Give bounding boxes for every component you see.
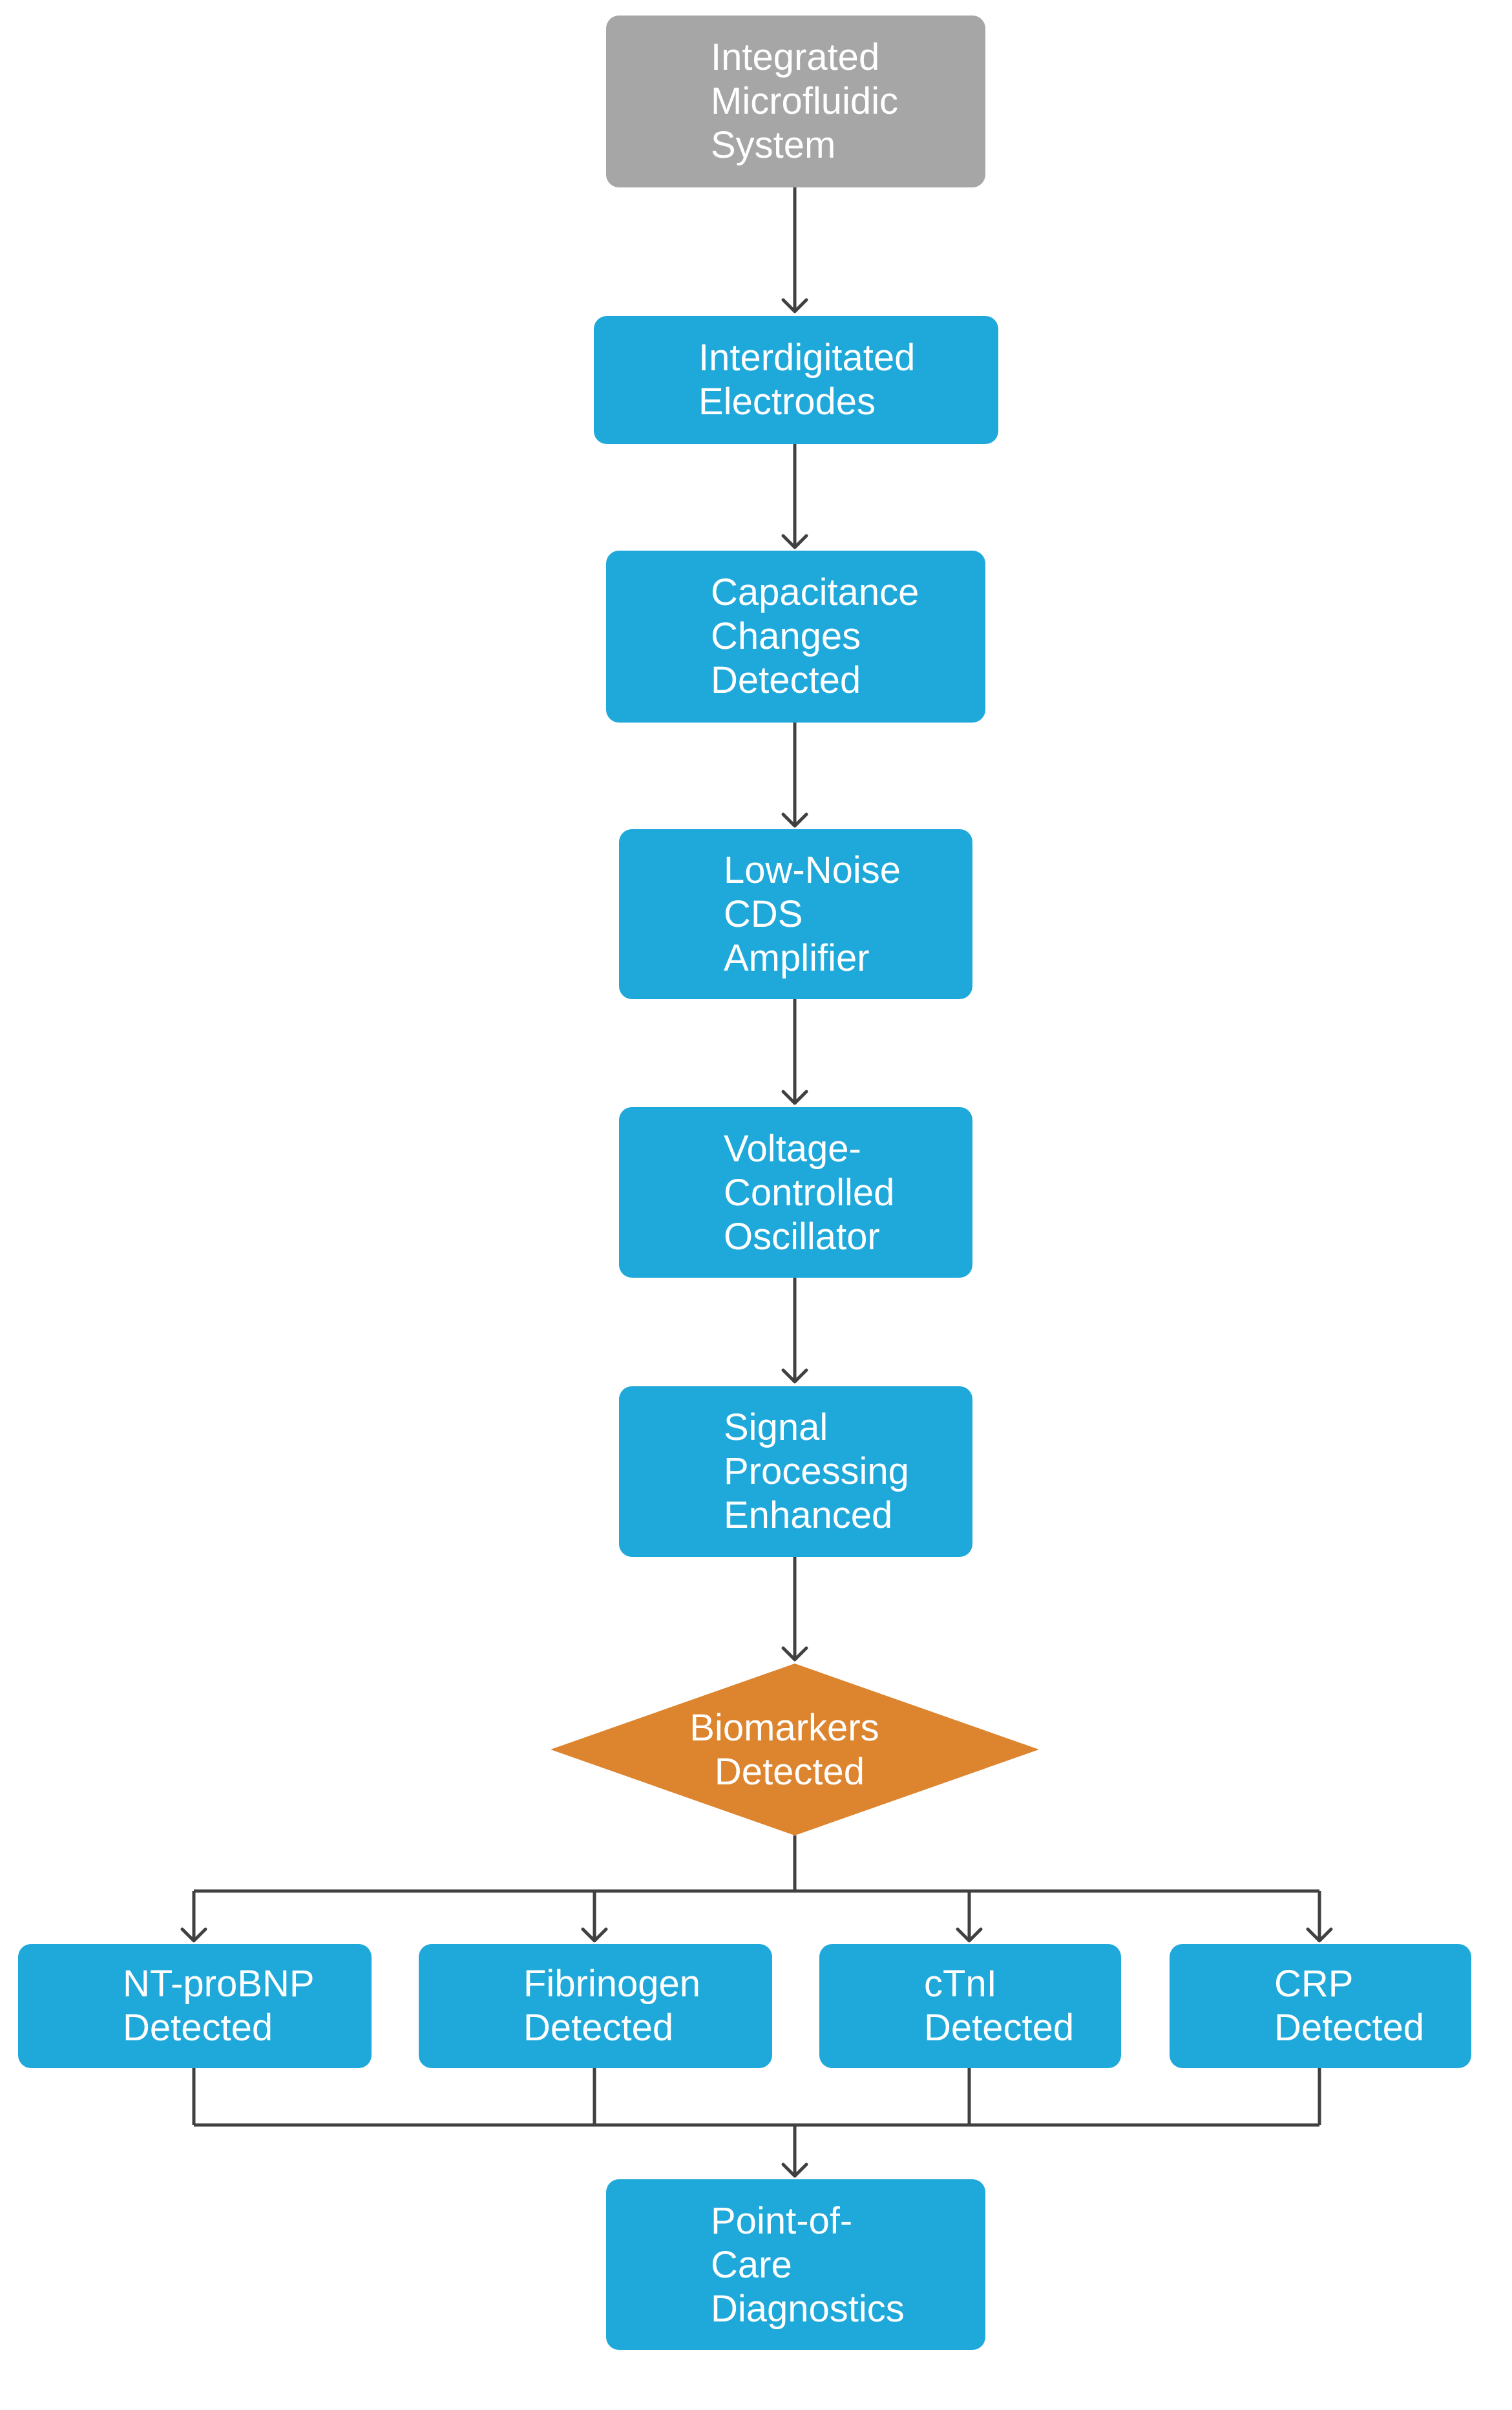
decision-label: Biomarkers Detected — [689, 1707, 889, 1793]
arrowhead-signal-processing — [781, 1368, 808, 1384]
node-label: Fibrinogen Detected — [523, 1963, 711, 2049]
decision-biomarkers-detected: Biomarkers Detected — [551, 1664, 1039, 1835]
node-label: Interdigitated Electrodes — [698, 337, 925, 423]
arrowhead-amplifier — [781, 812, 808, 828]
node-box — [619, 1386, 972, 1557]
node-label: Point-of- Care Diagnostics — [711, 2200, 905, 2330]
node-box — [606, 551, 985, 723]
arrowhead-decision — [781, 1646, 808, 1662]
node-box — [619, 829, 972, 999]
node-interdigitated-electrodes: Interdigitated Electrodes — [594, 316, 998, 444]
node-fibrinogen-detected: Fibrinogen Detected — [419, 1944, 772, 2068]
arrowhead-ctni — [956, 1927, 983, 1943]
node-point-of-care-diagnostics: Point-of- Care Diagnostics — [606, 2179, 985, 2350]
node-box — [819, 1944, 1121, 2068]
node-box — [619, 1107, 972, 1278]
arrowhead-crp — [1306, 1927, 1333, 1943]
node-label: CRP Detected — [1274, 1963, 1424, 2049]
node-low-noise-cds-amplifier: Low-Noise CDS Amplifier — [619, 829, 972, 999]
node-label: Low-Noise CDS Amplifier — [724, 849, 911, 979]
arrowhead-diagnostics — [781, 2162, 808, 2178]
node-ctni-detected: cTnI Detected — [819, 1944, 1121, 2068]
arrowhead-electrodes — [781, 298, 808, 313]
decision-diamond — [551, 1664, 1039, 1835]
node-label: cTnI Detected — [924, 1963, 1074, 2049]
node-box — [606, 2179, 985, 2350]
node-box — [18, 1944, 372, 2068]
node-crp-detected: CRP Detected — [1170, 1944, 1471, 2068]
node-label: NT-proBNP Detected — [123, 1963, 324, 2049]
node-nt-probnp-detected: NT-proBNP Detected — [18, 1944, 372, 2068]
node-capacitance-changes-detected: Capacitance Changes Detected — [606, 551, 985, 723]
arrowhead-fibrinogen — [581, 1927, 608, 1943]
node-box — [594, 316, 998, 444]
arrowhead-oscillator — [781, 1090, 808, 1105]
node-label: Capacitance Changes Detected — [711, 571, 930, 701]
node-box — [1170, 1944, 1471, 2068]
node-voltage-controlled-oscillator: Voltage- Controlled Oscillator — [619, 1107, 972, 1278]
arrowhead-capacitance — [781, 534, 808, 549]
node-box — [419, 1944, 772, 2068]
node-signal-processing-enhanced: Signal Processing Enhanced — [619, 1386, 972, 1557]
node-label: Integrated Microfluidic System — [711, 36, 908, 166]
node-integrated-microfluidic-system: Integrated Microfluidic System — [606, 16, 985, 187]
node-label: Signal Processing Enhanced — [724, 1406, 919, 1536]
connectors — [180, 187, 1333, 2178]
arrowhead-nt-probnp — [180, 1927, 207, 1943]
node-box — [606, 16, 985, 187]
node-label: Voltage- Controlled Oscillator — [724, 1128, 905, 1258]
